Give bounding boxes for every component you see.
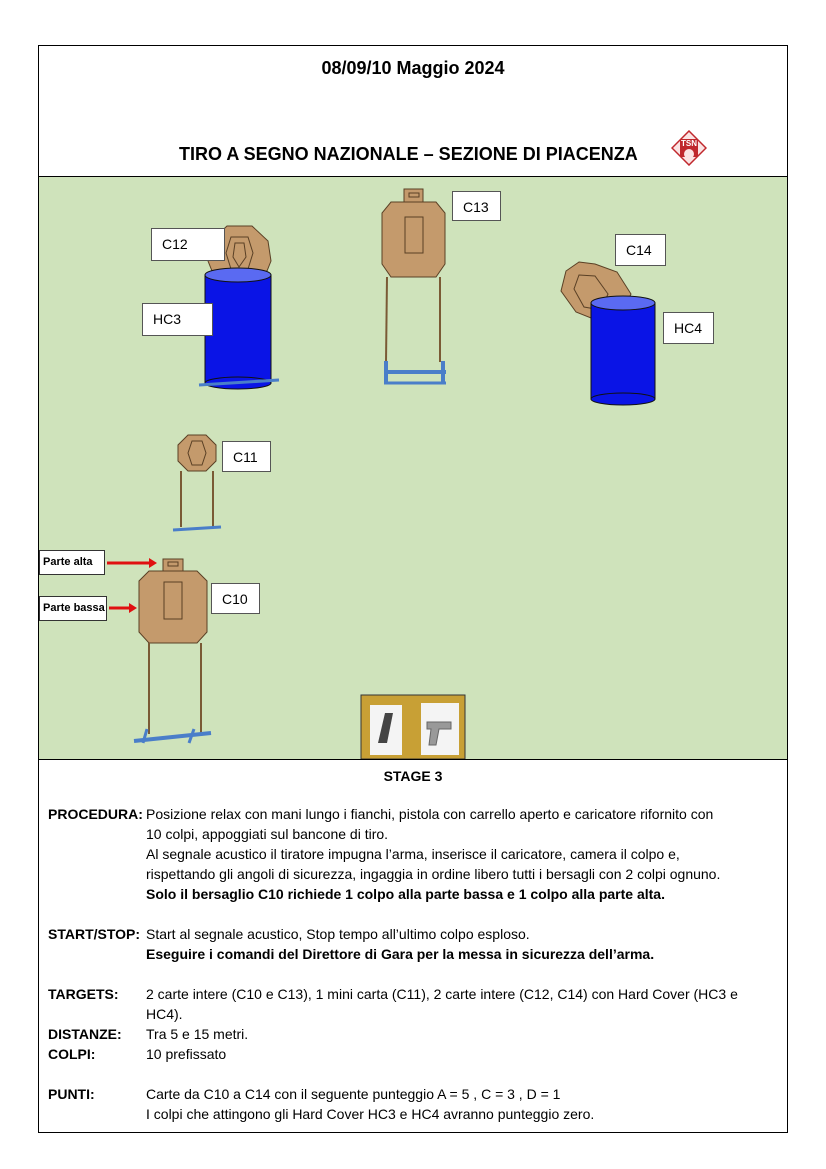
c10-label: C10 xyxy=(211,583,260,614)
upper-part-label: Parte alta xyxy=(39,550,105,575)
startstop-label: START/STOP: xyxy=(48,924,140,944)
hc4-barrel xyxy=(591,296,655,405)
startstop-bold-line: Eseguire i comandi del Direttore di Gara… xyxy=(146,944,776,964)
procedura-line: Al segnale acustico il tiratore impugna … xyxy=(146,844,776,864)
c13-label: C13 xyxy=(452,191,501,221)
c11-target xyxy=(173,435,221,530)
header: 08/09/10 Maggio 2024 TIRO A SEGNO NAZION… xyxy=(39,46,787,177)
punti-line: Carte da C10 a C14 con il seguente punte… xyxy=(146,1084,776,1104)
distanze-label: DISTANZE: xyxy=(48,1024,122,1044)
procedura-bold-line: Solo il bersaglio C10 richiede 1 colpo a… xyxy=(146,884,776,904)
punti-line: I colpi che attingono gli Hard Cover HC3… xyxy=(146,1104,776,1124)
layout-drawing xyxy=(39,177,787,759)
startstop-line: Start al segnale acustico, Stop tempo al… xyxy=(146,924,776,944)
stage-sheet: 08/09/10 Maggio 2024 TIRO A SEGNO NAZION… xyxy=(38,45,788,1133)
match-date: 08/09/10 Maggio 2024 xyxy=(39,58,787,79)
stage-title: STAGE 3 xyxy=(39,766,787,786)
organization-title: TIRO A SEGNO NAZIONALE – SEZIONE DI PIAC… xyxy=(179,144,638,165)
punti-label: PUNTI: xyxy=(48,1084,95,1104)
targets-label: TARGETS: xyxy=(48,984,119,1004)
hc4-label: HC4 xyxy=(663,312,714,344)
c13-target xyxy=(382,189,446,383)
targets-line: 2 carte intere (C10 e C13), 1 mini carta… xyxy=(146,984,776,1004)
targets-line: HC4). xyxy=(146,1004,776,1024)
lower-part-arrow xyxy=(109,603,137,613)
procedura-label: PROCEDURA: xyxy=(48,804,143,824)
procedura-line: Posizione relax con mani lungo i fianchi… xyxy=(146,804,776,824)
procedura-line: rispettando gli angoli di sicurezza, ing… xyxy=(146,864,776,884)
punti-text: Carte da C10 a C14 con il seguente punte… xyxy=(146,1084,776,1124)
targets-text: 2 carte intere (C10 e C13), 1 mini carta… xyxy=(146,984,776,1024)
procedura-text: Posizione relax con mani lungo i fianchi… xyxy=(146,804,776,904)
procedura-line: 10 colpi, appoggiati sul bancone di tiro… xyxy=(146,824,776,844)
shooting-table xyxy=(361,695,465,759)
lower-part-label: Parte bassa xyxy=(39,596,107,621)
colpi-text: 10 prefissato xyxy=(146,1044,776,1064)
upper-part-arrow xyxy=(107,558,157,568)
c14-label: C14 xyxy=(615,234,666,266)
stage-layout-diagram: C12 HC3 C13 C14 HC4 C11 C10 Parte alta P… xyxy=(39,177,787,760)
c10-target xyxy=(134,559,211,743)
logo-text: TSN xyxy=(681,139,697,148)
startstop-text: Start al segnale acustico, Stop tempo al… xyxy=(146,924,776,964)
tsn-logo-icon: TSN xyxy=(671,130,707,166)
distanze-text: Tra 5 e 15 metri. xyxy=(146,1024,776,1044)
colpi-label: COLPI: xyxy=(48,1044,95,1064)
c12-label: C12 xyxy=(151,228,225,261)
hc3-label: HC3 xyxy=(142,303,213,336)
c11-label: C11 xyxy=(222,441,271,472)
